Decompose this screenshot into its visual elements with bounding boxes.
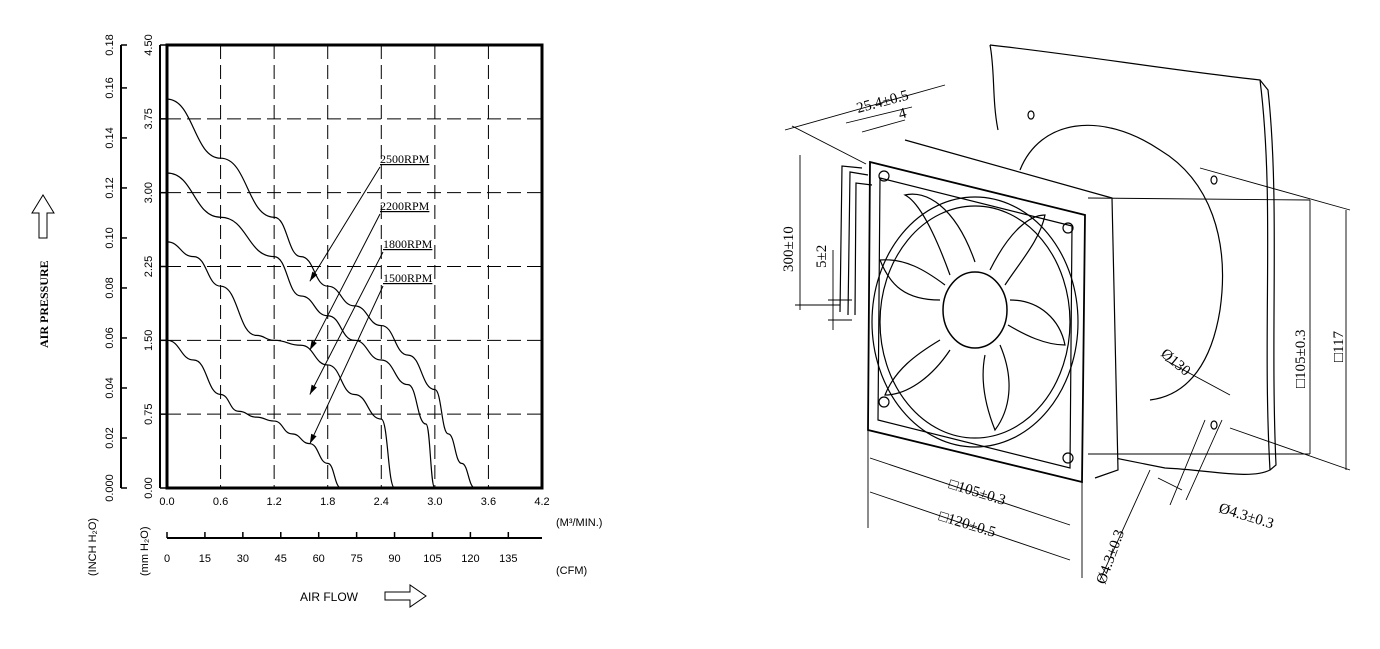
pointer-arrow-icon [309, 271, 318, 282]
mount-hole-icon [1062, 452, 1074, 464]
fan-blades [879, 193, 1066, 432]
x-unit-cfm: (CFM) [556, 565, 587, 577]
y-ticks-inch: 0.000 0.02 0.04 0.06 0.08 0.10 0.12 0.14 0.16 0.1… [104, 34, 127, 502]
curve-label: 2200RPM [380, 199, 430, 213]
pointer-arrow-icon [309, 433, 317, 444]
x-axis-title: AIR FLOW [300, 590, 359, 604]
x-tick-label: 2.4 [374, 496, 389, 508]
dim-hole-dia-right: Ø4.3±0.3 [1217, 501, 1276, 533]
fan-frame-inner [877, 177, 1073, 469]
dim-strip: 5±2 [814, 245, 830, 268]
x-tick-label: 0.0 [159, 496, 174, 508]
panel-cutout [1019, 124, 1224, 401]
x-tick-label: 0.6 [213, 496, 228, 508]
curve-2500rpm [166, 98, 476, 489]
y-tick-label: 0.75 [143, 403, 155, 424]
x-cfm-tick-label: 90 [388, 553, 400, 565]
y-inch-tick-label: 0.02 [104, 427, 116, 448]
pointer-line [309, 285, 384, 444]
y-inch-tick-label: 0.08 [104, 277, 116, 298]
x-tick-label: 4.2 [534, 496, 549, 508]
y-ticks-mm: 0.00 0.75 1.50 2.25 3.00 3.75 4.50 [143, 34, 166, 499]
panel-hole-icon [1027, 110, 1035, 120]
y-tick-label: 4.50 [143, 34, 155, 55]
y-inch-tick-label: 0.14 [104, 127, 116, 148]
x-cfm-tick-label: 60 [313, 553, 325, 565]
y-arrow-icon [31, 194, 55, 239]
dim-lead-length: 300±10 [781, 226, 797, 272]
x-cfm-tick-label: 15 [199, 553, 211, 565]
pointer-arrow-icon [309, 384, 317, 395]
curve-label: 2500RPM [380, 152, 430, 166]
fan-hub [942, 271, 1008, 349]
pointer-line [309, 166, 381, 282]
y-inch-tick-label: 0.10 [104, 227, 116, 248]
performance-curves [166, 98, 476, 489]
curve-1800rpm [166, 241, 396, 489]
x-tick-label: 1.8 [320, 496, 335, 508]
panel-hole-icon [1210, 175, 1218, 185]
curve-label: 1500RPM [383, 271, 433, 285]
y-inch-tick-label: 0.16 [104, 77, 116, 98]
x-ticks-cfm: 0 15 30 45 60 75 90 105 120 135 [164, 532, 517, 565]
panel-left-edge [989, 44, 999, 131]
x-cfm-tick-label: 120 [461, 553, 479, 565]
y-tick-label: 2.25 [143, 256, 155, 277]
fan-dimension-drawing [784, 44, 1351, 581]
x-unit-m3: (M³/MIN.) [556, 517, 602, 529]
x-ticks-m3: 0.0 0.6 1.2 1.8 2.4 3.0 3.6 4.2 [159, 496, 549, 508]
mount-hole-icon [1062, 222, 1074, 234]
curve-2200rpm [166, 172, 436, 489]
y-tick-label: 1.50 [143, 330, 155, 351]
curve-1500rpm [166, 339, 342, 489]
y-inch-tick-label: 0.12 [104, 177, 116, 198]
x-cfm-tick-label: 75 [350, 553, 362, 565]
x-cfm-tick-label: 0 [164, 553, 170, 565]
x-cfm-tick-label: 105 [423, 553, 441, 565]
pointer-line [309, 213, 381, 351]
dim-cutout-v: □117 [1331, 330, 1347, 362]
curve-label: 1800RPM [383, 237, 433, 251]
grid-lines [167, 45, 542, 488]
x-cfm-tick-label: 135 [499, 553, 517, 565]
mount-hole-icon [878, 170, 890, 182]
pointer-arrow-icon [309, 340, 317, 351]
y-inch-tick-label: 0.04 [104, 377, 116, 398]
dimension-lines [784, 84, 1351, 581]
curve-pointers [309, 166, 384, 444]
y-tick-label: 0.00 [143, 477, 155, 498]
lead-wires [839, 165, 873, 316]
dim-hole-spacing-v: □105±0.3 [1293, 329, 1309, 388]
x-tick-label: 3.0 [427, 496, 442, 508]
y-inch-tick-label: 0.000 [104, 474, 116, 502]
y-unit-inch: (INCH H₂O) [87, 518, 99, 576]
x-arrow-icon [384, 584, 427, 608]
y-inch-tick-label: 0.06 [104, 327, 116, 348]
curve-labels: 2500RPM 2200RPM 1800RPM 1500RPM [380, 152, 433, 285]
y-axis-title: AIR PRESSURE [37, 260, 51, 348]
dim-frame-width: □120±0.5 [937, 509, 998, 541]
y-tick-label: 3.00 [143, 182, 155, 203]
fan-ring-inner [879, 205, 1071, 439]
dim-flange: 4 [897, 105, 909, 123]
panel-hole-icon [1210, 420, 1218, 430]
y-unit-mm: (mm H₂O) [139, 527, 151, 576]
x-cfm-tick-label: 30 [237, 553, 249, 565]
x-tick-label: 1.2 [266, 496, 281, 508]
pointer-line [309, 251, 384, 395]
y-inch-tick-label: 0.18 [104, 34, 116, 55]
x-tick-label: 3.6 [481, 496, 496, 508]
fan-ring [871, 196, 1079, 448]
dim-hole-spacing-h: □105±0.3 [947, 477, 1008, 509]
x-cfm-tick-label: 45 [275, 553, 287, 565]
panel-edge [1259, 79, 1277, 471]
dim-hole-dia-left: Ø4.3±0.3 [1094, 528, 1128, 587]
y-tick-label: 3.75 [143, 108, 155, 129]
mount-hole-icon [878, 396, 890, 408]
